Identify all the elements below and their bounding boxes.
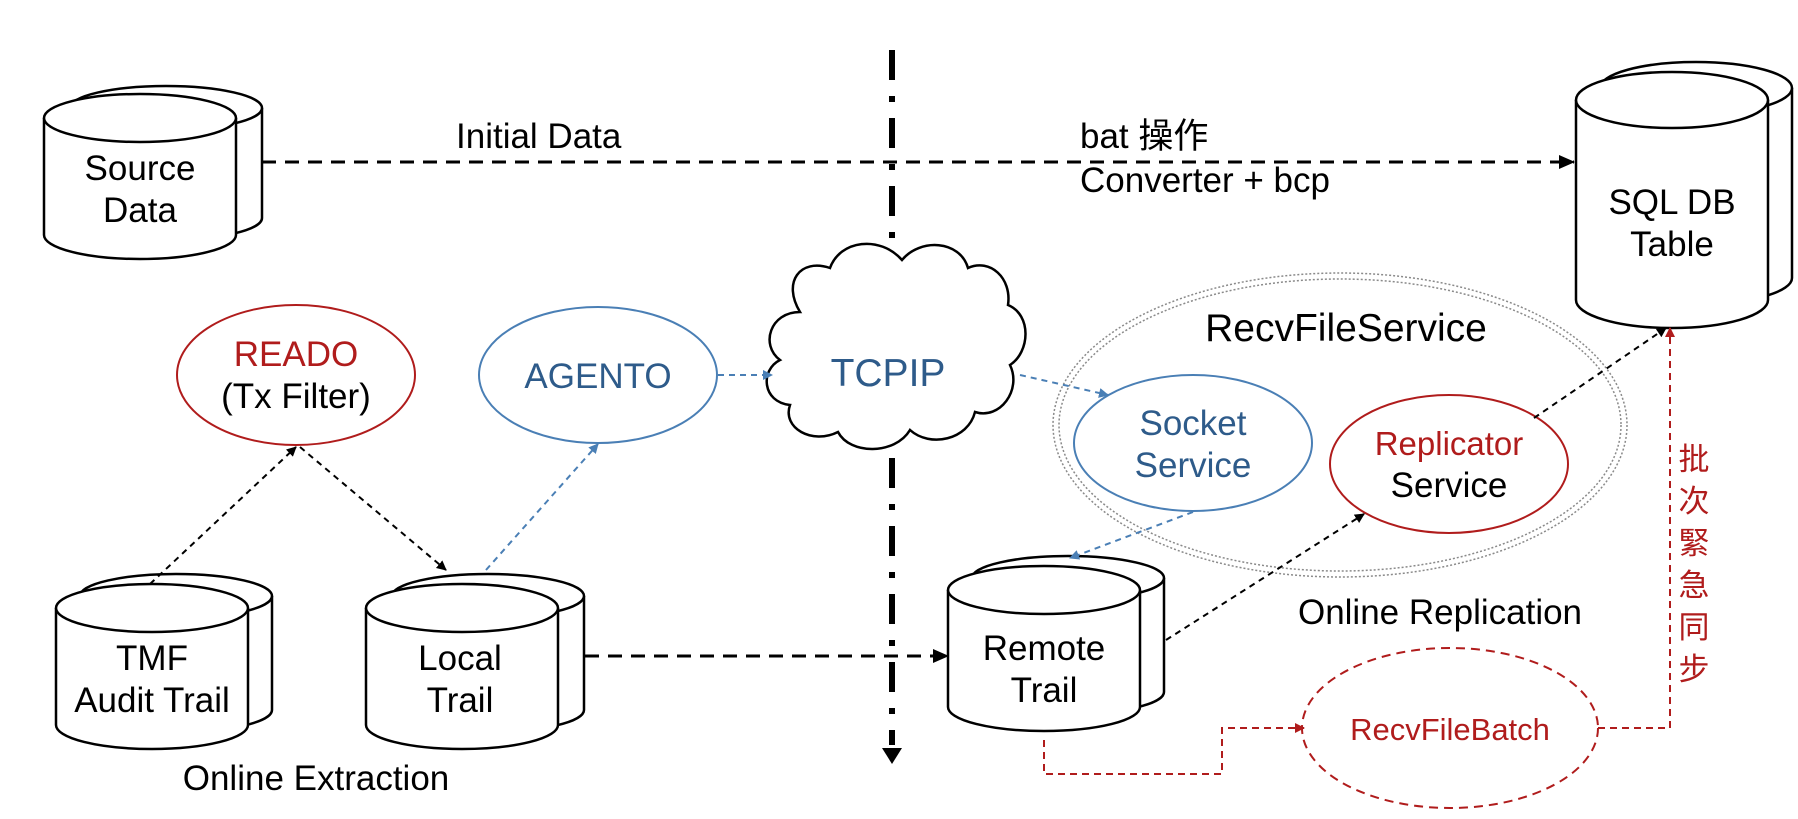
tmf-to-reado-arrow (149, 446, 297, 585)
local-trail-cylinder (364, 572, 586, 751)
sql-db-label-2: Table (1630, 225, 1714, 264)
replicator-service-label: Service (1391, 466, 1508, 505)
batch-sync-char-3: 緊 (1679, 526, 1710, 561)
recv-file-service-label: RecvFileService (1205, 307, 1487, 350)
tmf-label-1: TMF (116, 639, 188, 678)
batch-sync-char-6: 步 (1679, 652, 1710, 687)
replicator-service-ellipse (1329, 394, 1569, 534)
batch-sync-char-5: 同 (1679, 610, 1710, 645)
remote-trail-cylinder (946, 554, 1166, 733)
tmf-label-2: Audit Trail (74, 681, 230, 720)
tmf-audit-trail-cylinder (54, 572, 274, 751)
tx-filter-label: (Tx Filter) (221, 377, 371, 416)
batch-sync-char-4: 急 (1679, 568, 1710, 603)
source-data-cylinder (42, 84, 264, 261)
tcpip-to-socket-arrow (1019, 374, 1109, 398)
agento-ellipse (478, 306, 718, 444)
remote-trail-label-2: Trail (1011, 671, 1078, 710)
replicator-to-sqldb-arrow (1533, 327, 1667, 419)
online-replication-label: Online Replication (1298, 593, 1582, 632)
converter-label: Converter + bcp (1080, 161, 1330, 200)
recv-file-service-outer-ring (1052, 272, 1628, 578)
boundary-arrowhead (882, 748, 902, 764)
reado-ellipse (176, 304, 416, 446)
socket-label: Socket (1140, 404, 1247, 443)
batch-to-sqldb-arrow (1598, 327, 1675, 729)
agento-label: AGENTO (524, 357, 671, 396)
recv-file-service-inner-ring (1058, 278, 1622, 572)
local-trail-label-1: Local (418, 639, 502, 678)
tcpip-cloud (765, 242, 1027, 451)
reado-to-local-arrow (299, 446, 447, 571)
batch-sync-char-1: 批 (1679, 442, 1710, 477)
batch-sync-char-2: 次 (1679, 484, 1710, 519)
remote-trail-label-1: Remote (983, 629, 1106, 668)
reado-label: READO (234, 335, 358, 374)
tcpip-label: TCPIP (831, 352, 946, 395)
socket-service-ellipse (1073, 374, 1313, 512)
source-data-label-1: Source (85, 149, 196, 188)
recv-file-batch-label: RecvFileBatch (1350, 712, 1550, 747)
socket-service-label: Service (1135, 446, 1252, 485)
source-data-label-2: Data (103, 191, 177, 230)
socket-to-remote-arrow (1069, 511, 1194, 560)
sql-db-cylinder (1574, 60, 1794, 330)
bat-op-label: bat 操作 (1080, 117, 1208, 156)
replicator-label: Replicator (1375, 425, 1524, 462)
local-trail-label-2: Trail (427, 681, 494, 720)
remote-to-batch-arrow (1043, 723, 1305, 775)
initial-data-label: Initial Data (456, 117, 622, 156)
local-to-agento-arrow (485, 443, 599, 571)
online-extraction-label: Online Extraction (183, 759, 450, 798)
sql-db-label-1: SQL DB (1608, 183, 1735, 222)
